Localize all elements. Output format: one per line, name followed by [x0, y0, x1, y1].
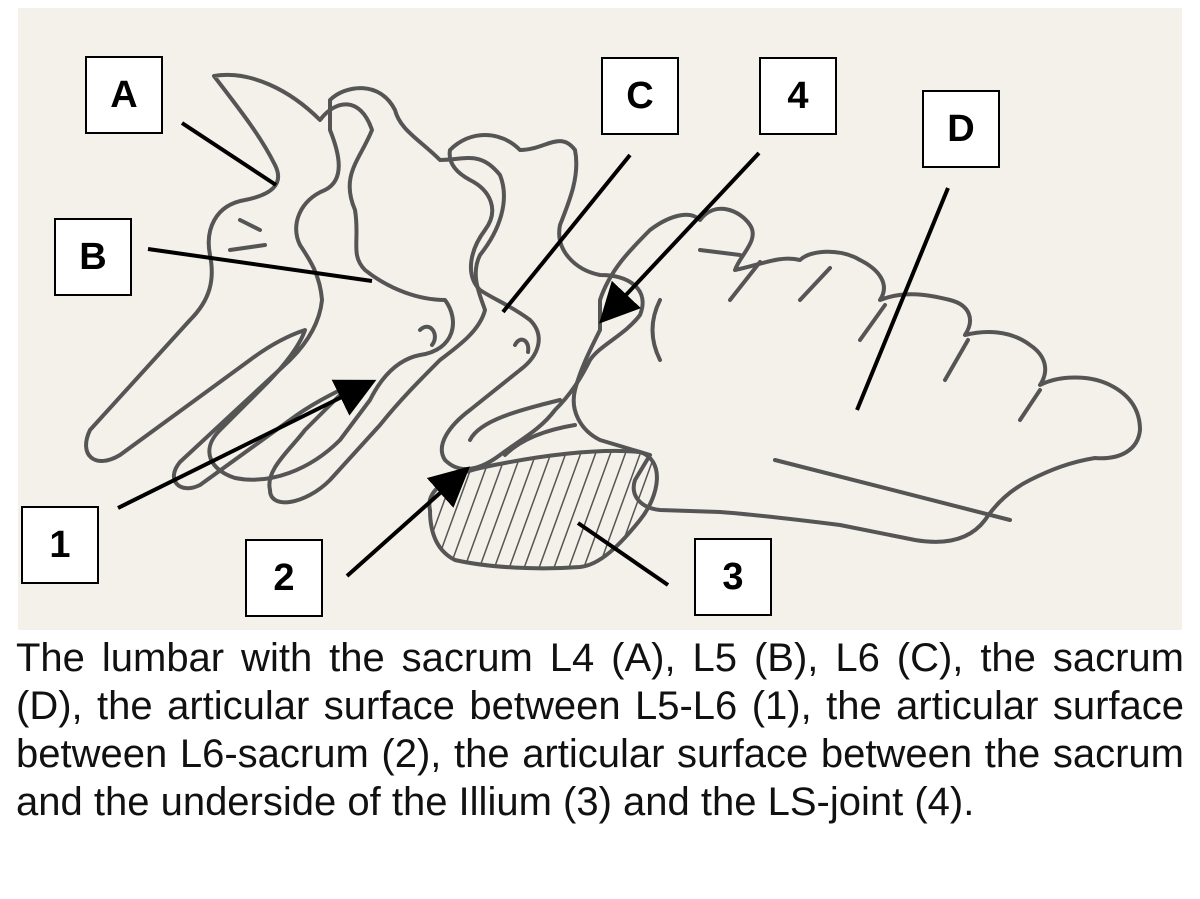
- label-1-text: 1: [49, 523, 71, 566]
- label-3: 3: [694, 538, 772, 616]
- vertebra-l4: [84, 73, 455, 482]
- label-1: 1: [21, 506, 99, 584]
- leader-d: [855, 187, 950, 411]
- label-4-text: 4: [787, 74, 809, 117]
- label-a: A: [85, 56, 163, 134]
- spine-diagram: [18, 8, 1182, 630]
- leader-3: [576, 521, 670, 587]
- label-3-text: 3: [722, 555, 744, 598]
- label-a-text: A: [110, 73, 138, 116]
- figure-caption: The lumbar with the sacrum L4 (A), L5 (B…: [16, 636, 1184, 824]
- vertebra-l6: [439, 133, 645, 472]
- label-2-text: 2: [273, 556, 295, 599]
- label-d-text: D: [947, 107, 975, 150]
- label-b: B: [54, 218, 132, 296]
- leader-c: [501, 153, 632, 314]
- leader-lines: [117, 121, 950, 587]
- arrow-1: [117, 379, 377, 510]
- arrow-2: [345, 466, 470, 578]
- leader-a: [180, 121, 278, 187]
- bone-outline: [84, 73, 1142, 544]
- label-2: 2: [245, 539, 323, 617]
- sacrum: [571, 206, 1142, 544]
- leader-b: [147, 247, 373, 283]
- label-b-text: B: [79, 235, 107, 278]
- label-4: 4: [759, 57, 837, 135]
- label-c: C: [601, 57, 679, 135]
- label-c-text: C: [626, 74, 654, 117]
- label-d: D: [922, 90, 1000, 168]
- arrow-4: [599, 151, 761, 324]
